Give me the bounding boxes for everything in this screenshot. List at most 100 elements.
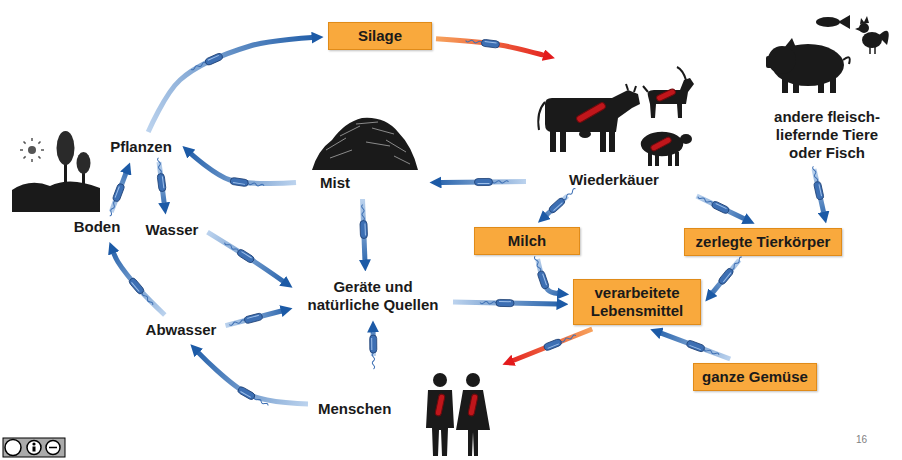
flagellum bbox=[157, 158, 161, 174]
flagellum bbox=[372, 353, 374, 369]
flagellum bbox=[248, 182, 264, 187]
flow-arrow bbox=[546, 196, 567, 215]
flow-arrow bbox=[661, 333, 730, 359]
badge-circle bbox=[46, 441, 60, 455]
cow-leg bbox=[550, 128, 556, 152]
flagellum bbox=[812, 166, 818, 182]
capsule-highlight bbox=[548, 344, 559, 348]
pig-snout bbox=[766, 56, 776, 68]
flagellum bbox=[109, 201, 117, 217]
capsule-body bbox=[537, 270, 549, 289]
bacterium-capsule bbox=[718, 255, 745, 286]
pig-leg bbox=[818, 78, 824, 93]
text-node: Geräte und natürliche Quellen bbox=[297, 276, 449, 316]
capsule-highlight bbox=[240, 392, 250, 398]
sheep-leg bbox=[675, 152, 679, 166]
node-text: Pflanzen bbox=[110, 138, 172, 156]
bacterium-capsule bbox=[223, 240, 255, 264]
flagellum bbox=[362, 204, 365, 220]
capsule-highlight bbox=[115, 186, 119, 197]
page-number: 16 bbox=[856, 434, 867, 445]
capsule-highlight bbox=[371, 338, 372, 350]
process-box: verarbeitete Lebensmittel bbox=[573, 279, 701, 325]
illustrated-node: andere fleisch- liefernde Tiere oder Fis… bbox=[758, 10, 898, 165]
capsule-highlight bbox=[819, 184, 822, 196]
node-text: Boden bbox=[74, 218, 121, 236]
rooster-head bbox=[859, 23, 869, 33]
capsule-body bbox=[157, 173, 166, 192]
bacterium-capsule bbox=[474, 178, 508, 185]
cow-horns bbox=[626, 84, 636, 92]
bacterium-capsule bbox=[370, 335, 377, 369]
badge-person bbox=[33, 447, 36, 452]
bacterium-capsule bbox=[480, 299, 514, 307]
illustrated-node: Menschen bbox=[312, 360, 498, 458]
bacterium-capsule bbox=[190, 52, 224, 72]
flow-arrow bbox=[226, 311, 282, 326]
tree-crown bbox=[57, 131, 75, 165]
capsule-body bbox=[360, 220, 368, 238]
flagellum bbox=[534, 256, 541, 272]
flagellum bbox=[254, 397, 269, 407]
capsule-body bbox=[237, 386, 256, 401]
capsule-body bbox=[112, 183, 125, 202]
node-text: Wiederkäuer bbox=[569, 171, 659, 189]
flow-arrow bbox=[697, 196, 745, 219]
bacterium-capsule bbox=[230, 177, 265, 189]
rooster bbox=[862, 32, 882, 48]
capsule-body bbox=[474, 178, 492, 185]
cow-leg bbox=[560, 128, 566, 152]
flow-arrow bbox=[441, 179, 526, 185]
sun-rays bbox=[20, 138, 44, 162]
bacterium-capsule bbox=[548, 186, 578, 214]
goat bbox=[648, 78, 694, 118]
badge-circle bbox=[5, 440, 21, 456]
process-box: Milch bbox=[474, 227, 580, 255]
capsule-body bbox=[244, 313, 263, 324]
ruminants-icon bbox=[538, 67, 694, 166]
process-box: zerlegte Tierkörper bbox=[684, 228, 842, 256]
pig-ear bbox=[784, 38, 797, 50]
flagellum bbox=[492, 181, 508, 183]
man-head bbox=[433, 373, 447, 387]
node-text: Silage bbox=[358, 27, 402, 45]
badge-frame bbox=[3, 438, 65, 457]
pig-tail bbox=[843, 57, 850, 64]
illustrated-node: Wiederkäuer bbox=[530, 62, 700, 192]
capsule-highlight bbox=[485, 41, 497, 42]
flow-arrow bbox=[111, 173, 126, 212]
pig-leg bbox=[782, 78, 788, 93]
bacterium-capsule bbox=[359, 204, 367, 238]
flow-arrow bbox=[538, 259, 558, 293]
capsule-highlight bbox=[716, 203, 727, 208]
node-text: Wasser bbox=[146, 221, 199, 239]
woman-body bbox=[456, 390, 490, 456]
illustrated-node: Mist bbox=[300, 112, 425, 195]
cow bbox=[545, 90, 640, 132]
flagellum bbox=[191, 62, 207, 71]
capsule-highlight bbox=[241, 252, 251, 258]
capsule-body bbox=[548, 197, 566, 214]
capsule-highlight bbox=[233, 183, 245, 185]
flow-arrow bbox=[148, 38, 312, 132]
sun bbox=[28, 146, 36, 154]
cow-tail bbox=[538, 102, 545, 130]
capsule-body bbox=[686, 340, 705, 353]
cow-leg bbox=[600, 128, 606, 152]
capsule-body bbox=[813, 181, 824, 200]
capsule-highlight bbox=[554, 203, 563, 211]
badge-mark bbox=[49, 447, 57, 449]
capsule-highlight bbox=[162, 176, 164, 188]
other-animals-icon bbox=[766, 15, 889, 93]
manure-pile-icon bbox=[312, 118, 418, 170]
straw bbox=[326, 122, 410, 164]
node-text: Geräte und natürliche Quellen bbox=[302, 278, 444, 314]
capsule-highlight bbox=[723, 273, 731, 282]
node-text: andere fleisch- liefernde Tiere oder Fis… bbox=[767, 108, 887, 162]
capsule-body bbox=[236, 248, 255, 264]
bacterium-capsule bbox=[465, 37, 500, 48]
flagellum bbox=[704, 348, 720, 356]
bacterium bbox=[435, 394, 445, 417]
capsule-highlight bbox=[364, 223, 365, 235]
